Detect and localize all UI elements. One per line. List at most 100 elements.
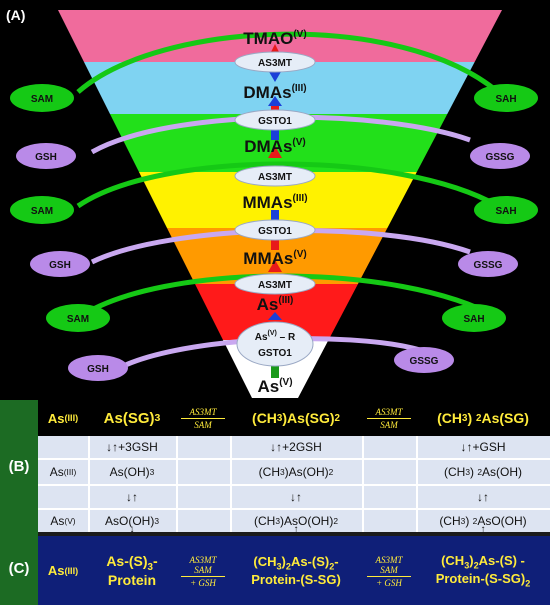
col-divider <box>362 436 364 532</box>
panel-c-ch3-2-protein: (CH3)2As-(S)2- Protein-(S-SG) <box>251 554 341 587</box>
enzyme-labels: AS3MT GSTO1 AS3MT GSTO1 AS3MT As(V) – R … <box>255 58 296 359</box>
panel-c-arrow-2-top: AS3MT <box>375 554 403 565</box>
enzyme-ellipses <box>234 51 316 367</box>
cofactor-right-label-6: GSSG <box>410 356 439 367</box>
cofactor-left-label-4: GSH <box>49 260 71 271</box>
eq-row-c2: ↓↑ <box>290 490 302 504</box>
panel-c-col2-line2: Protein-(S-SG) <box>251 571 341 587</box>
panel-c-arrow-1: AS3MT SAM + GSH <box>176 540 230 602</box>
cofactor-right-2 <box>470 143 530 169</box>
species-mmas3: MMAs(III) <box>242 193 307 212</box>
gsh-row-c3: ↓↑+GSH <box>460 440 506 454</box>
cofactor-left-5 <box>46 304 110 332</box>
cofactor-left-label-3: SAM <box>31 206 53 217</box>
enzyme-label-5: AS3MT <box>258 280 292 291</box>
header-row-bg <box>38 400 550 436</box>
enzyme-oval-1 <box>234 51 316 73</box>
enzyme-label-4: GSTO1 <box>258 226 292 237</box>
cofactor-right-label-3: SAH <box>495 206 516 217</box>
enzyme-label-2: GSTO1 <box>258 116 292 127</box>
panel-c-arrow-1-mid: SAM <box>194 564 212 575</box>
oxo-row-label: As(V) <box>50 514 76 528</box>
cofactor-right-5 <box>442 304 506 332</box>
enzyme-oval-3 <box>234 165 316 187</box>
panel-c-arrow-2: AS3MT SAM + GSH <box>362 540 416 602</box>
cofactor-left-label-1: SAM <box>31 94 53 105</box>
panel-a-label: (A) <box>6 7 25 23</box>
cofactor-left-6 <box>68 355 128 381</box>
gsh-row-c2: ↓↑+2GSH <box>270 440 322 454</box>
cofactor-right-1 <box>474 84 538 112</box>
cofactor-left-4 <box>30 251 90 277</box>
row-divider <box>38 508 550 510</box>
down-row-c2: ↑ <box>293 523 299 535</box>
as5-r-label: As(V) – R <box>255 330 296 343</box>
panel-c-row-bg <box>38 536 550 605</box>
enzyme-oval-5 <box>234 273 316 295</box>
species-dmas5: DMAs(V) <box>244 137 306 156</box>
species-as5: As(V) <box>257 377 292 396</box>
species-tmao: TMAO(V) <box>243 29 306 48</box>
header-arrow-2: AS3MT SAM <box>362 402 416 434</box>
panel-c-col3-line2: Protein-(S-SG) <box>435 570 526 586</box>
down-row-c3: ↑ <box>480 523 486 535</box>
cofactor-left-2 <box>16 143 76 169</box>
species-mmas5: MMAs(V) <box>243 249 306 268</box>
panel-c-as-s3-protein: As-(S)3- Protein <box>106 552 158 589</box>
arsenic-metabolism-funnel: (A) TMAO(V) DMAs(III) DMAs(V) MMAs(III) … <box>6 7 538 398</box>
down-row-c1: ↓ <box>129 523 135 535</box>
panel-c-arrow-1-bottom: + GSH <box>190 577 216 588</box>
panel-c-as3: As(III) <box>47 563 79 578</box>
panel-c-ch3-2-s-protein: (CH3)2As-(S) - Protein-(S-SG)2 <box>435 552 531 589</box>
enzyme-label-1: AS3MT <box>258 58 292 69</box>
panel-c-arrow-2-bottom: + GSH <box>376 577 402 588</box>
header-as3: As(III) <box>47 410 79 426</box>
enzyme-oval-4 <box>234 219 316 241</box>
panel-c-arrow-2-mid: SAM <box>380 564 398 575</box>
panel-c-arrow-1-top: AS3MT <box>189 554 217 565</box>
species-as3: As(III) <box>257 295 294 314</box>
row-divider <box>38 484 550 486</box>
panel-c-label: (C) <box>0 532 38 605</box>
panel-b-label: (B) <box>0 400 38 532</box>
oxo-row-c1: AsO(OH)3 <box>104 514 159 528</box>
col-divider <box>88 436 90 532</box>
header-arrow-2-bottom: SAM <box>380 419 398 430</box>
col-divider <box>416 436 418 532</box>
cofactor-ovals <box>10 84 538 381</box>
cofactor-right-label-5: SAH <box>463 314 484 325</box>
oh-row-c1: As(OH)3 <box>109 465 155 479</box>
cofactor-right-label-1: SAH <box>495 94 516 105</box>
enzyme-oval-6 <box>236 321 314 367</box>
enzyme-label-6: GSTO1 <box>258 348 292 359</box>
eq-row-c3: ↓↑ <box>477 490 489 504</box>
cofactor-labels: SAM GSH SAM GSH SAM GSH SAH GSSG SAH GSS… <box>31 94 517 375</box>
panel-c-protein-label: Protein <box>107 572 157 589</box>
gsh-row-c1: ↓↑+3GSH <box>106 440 158 454</box>
header-as-sg3: As(SG)3 <box>103 409 161 427</box>
header-arrow-1-top: AS3MT <box>189 406 217 417</box>
header-arrow-2-top: AS3MT <box>375 406 403 417</box>
enzyme-oval-2 <box>234 109 316 131</box>
cofactor-right-3 <box>474 196 538 224</box>
species-labels: TMAO(V) DMAs(III) DMAs(V) MMAs(III) MMAs… <box>242 29 307 396</box>
header-arrow-1: AS3MT SAM <box>176 402 230 434</box>
enzyme-label-3: AS3MT <box>258 172 292 183</box>
cofactor-left-1 <box>10 84 74 112</box>
oh-row-label: As(III) <box>49 465 77 479</box>
cofactor-right-label-4: GSSG <box>474 260 503 271</box>
col-divider <box>230 436 232 532</box>
header-arrow-1-bottom: SAM <box>194 419 212 430</box>
col-divider <box>176 436 178 532</box>
cofactor-left-label-2: GSH <box>35 152 57 163</box>
cofactor-right-6 <box>394 347 454 373</box>
cofactor-left-label-5: SAM <box>67 314 89 325</box>
cofactor-left-label-6: GSH <box>87 364 109 375</box>
